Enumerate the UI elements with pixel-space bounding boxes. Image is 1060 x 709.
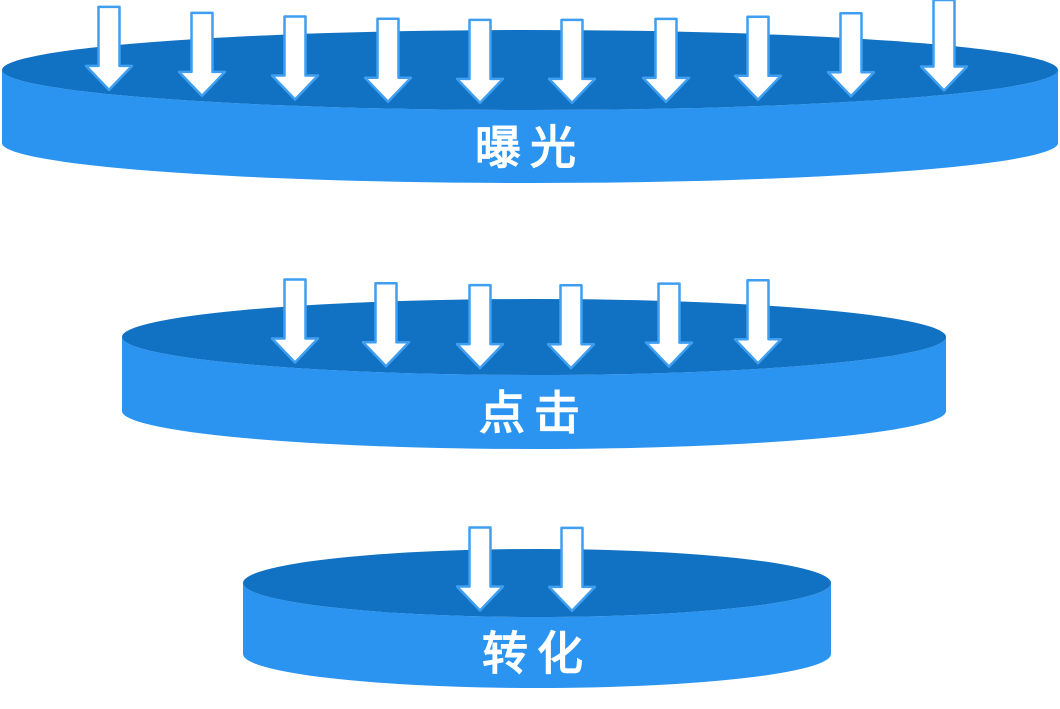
down-arrow-icon <box>270 278 320 364</box>
down-arrow-icon <box>361 282 411 368</box>
down-arrow-icon <box>547 526 597 613</box>
down-arrow-icon <box>177 11 227 98</box>
disc-top-face-exposure <box>2 30 1058 110</box>
down-arrow-icon <box>455 283 505 370</box>
disc-side-click <box>122 337 946 449</box>
down-arrow-icon <box>270 15 320 101</box>
down-arrow-icon <box>641 17 691 104</box>
disc-top-face-conversion <box>243 549 831 617</box>
down-arrow-icon <box>733 15 783 102</box>
down-arrow-icon <box>455 526 505 612</box>
stage-label-exposure: 曝光 <box>475 121 585 175</box>
disc-side-conversion <box>243 583 831 688</box>
disc-side-exposure <box>2 70 1058 183</box>
down-arrow-icon <box>826 11 876 98</box>
stage-label-click: 点击 <box>479 386 589 440</box>
down-arrow-icon <box>363 17 413 104</box>
stage-conversion: 转化 <box>243 526 831 688</box>
down-arrow-icon <box>546 283 596 370</box>
stage-label-conversion: 转化 <box>482 627 592 681</box>
down-arrow-icon <box>644 282 694 368</box>
down-arrow-icon <box>84 5 134 92</box>
down-arrow-icon <box>547 18 597 105</box>
down-arrow-icon <box>733 279 783 365</box>
stage-exposure: 曝光 <box>2 0 1058 183</box>
down-arrow-icon <box>455 18 505 105</box>
down-arrow-icon <box>919 0 969 92</box>
disc-top-face-click <box>122 299 946 375</box>
stage-click: 点击 <box>122 278 946 449</box>
